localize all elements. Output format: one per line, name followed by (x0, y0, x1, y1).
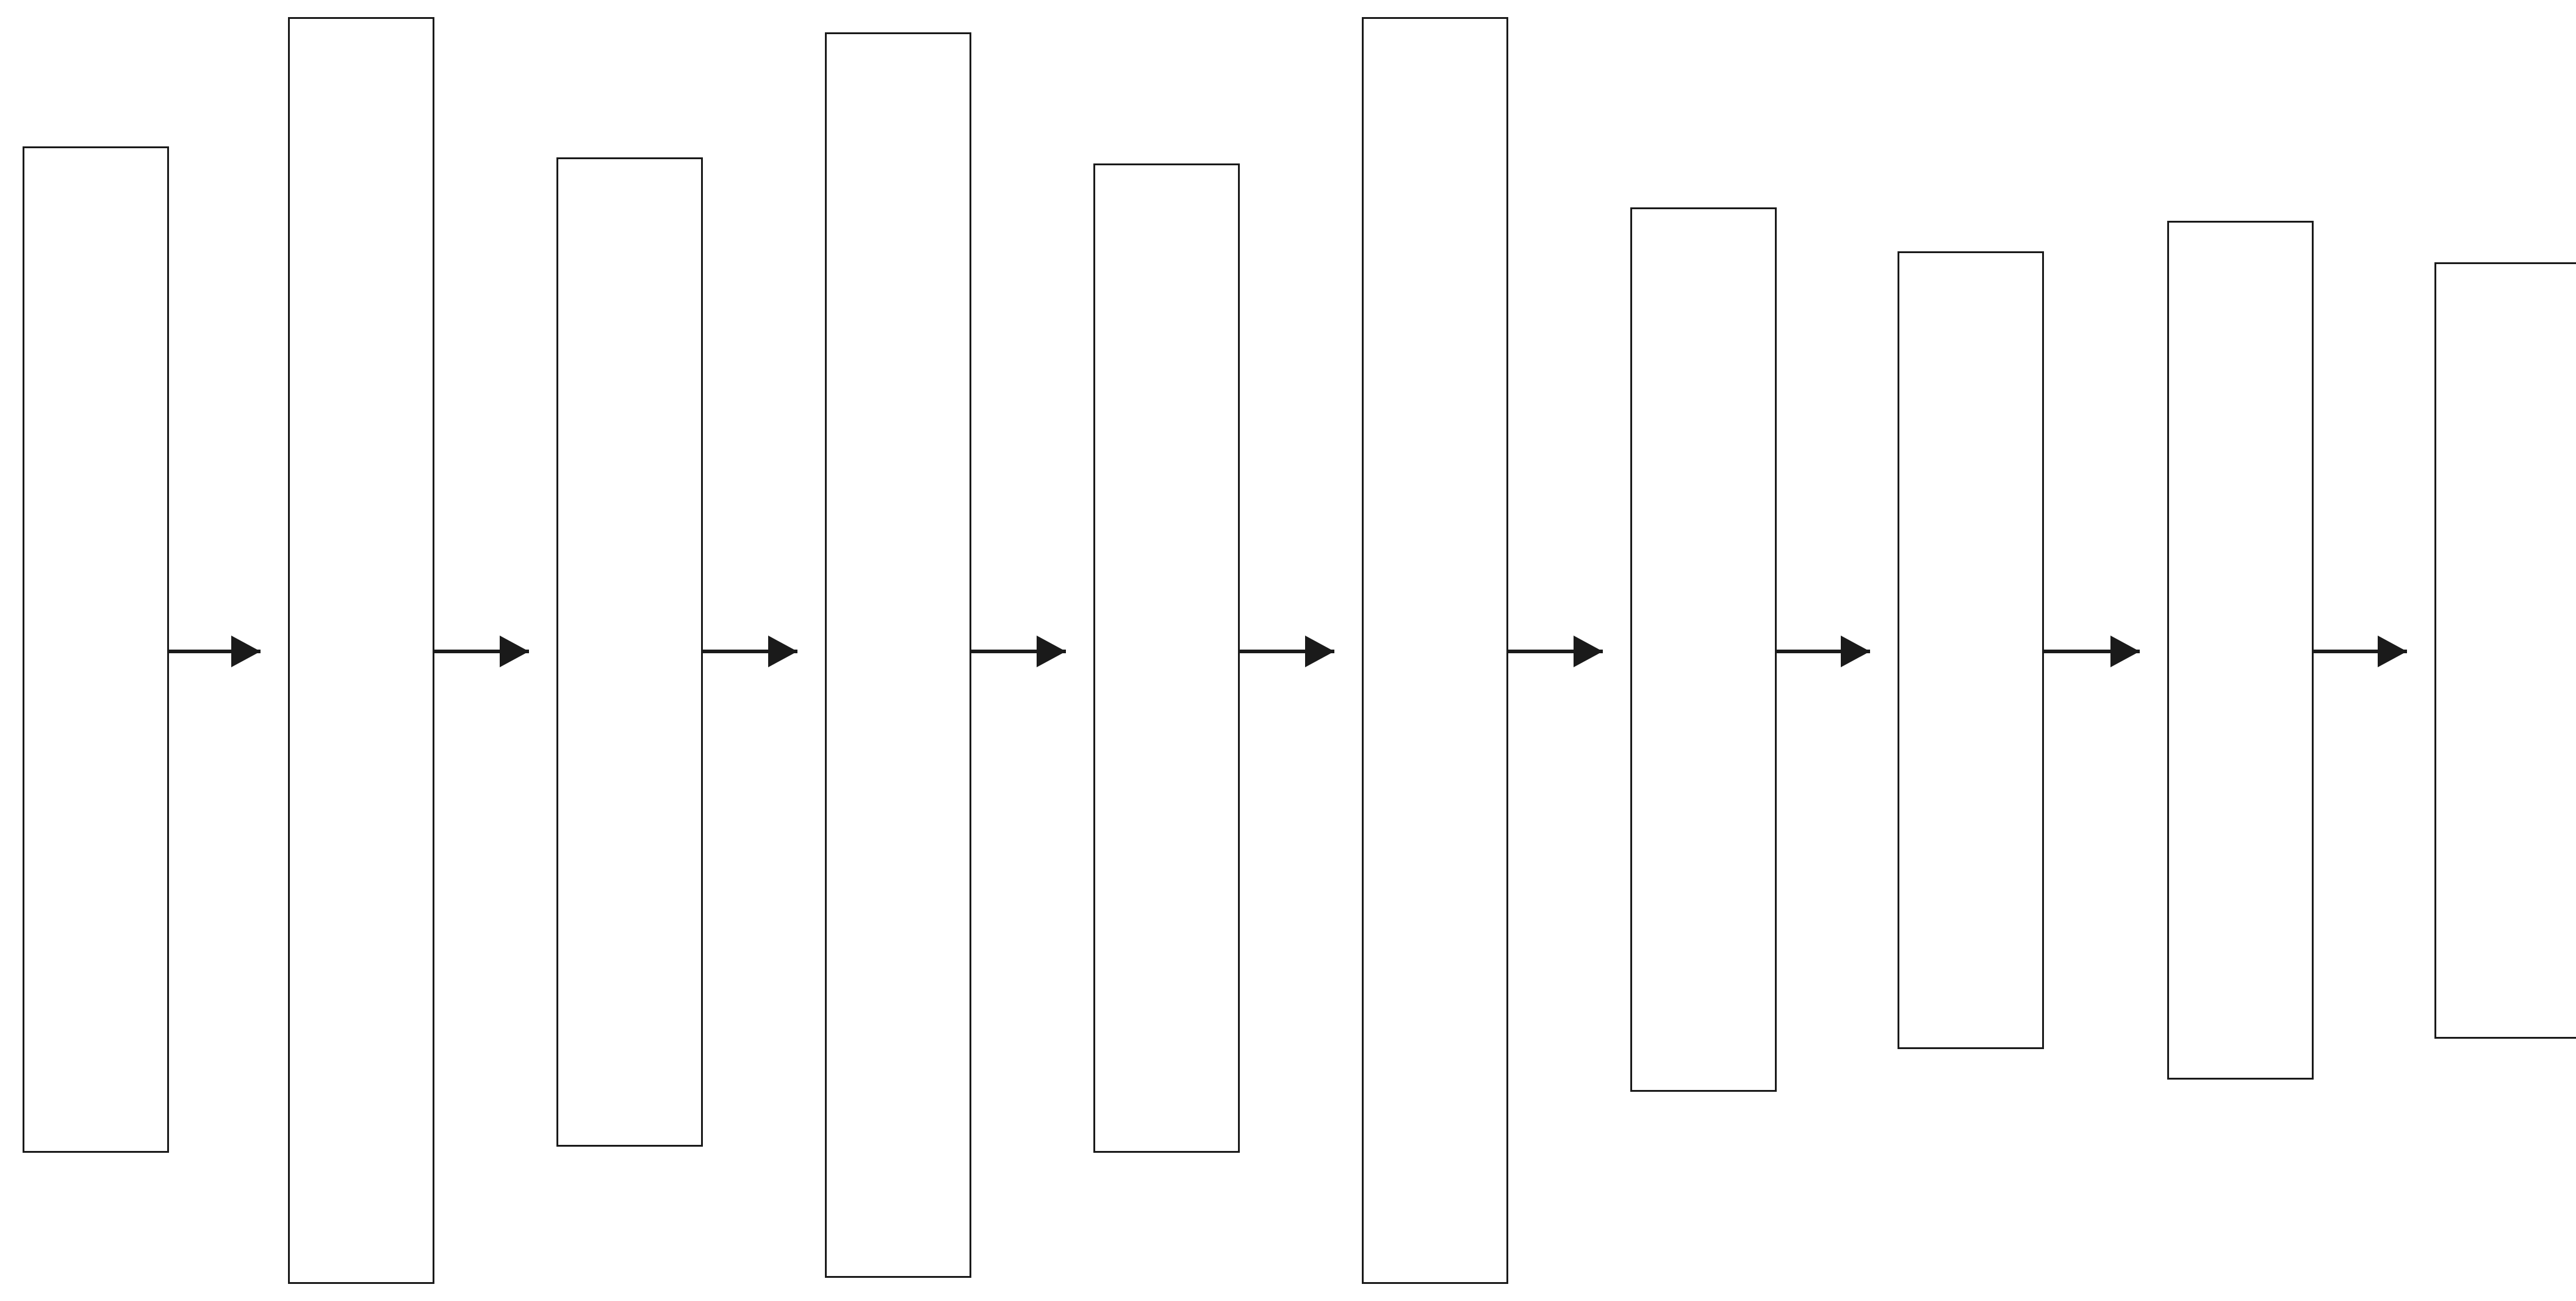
edge-arrowhead-conv2d_1-to-max_pooling2d_1 (231, 636, 261, 667)
edge-line-conv2d_2-to-max_pooling2d_2 (703, 650, 797, 653)
edge-arrowhead-flatten_1-to-dense_1 (1841, 636, 1870, 667)
edge-line-max_pooling2d_2-to-conv2d_3 (971, 650, 1066, 653)
edge-line-conv2d_3-to-max_pooling2d_3 (1240, 650, 1334, 653)
edge-arrowhead-conv2d_3-to-max_pooling2d_3 (1305, 636, 1334, 667)
layer-name-band-conv2d_1: conv2d_1: Conv2D (24, 148, 167, 1151)
layer-node-max_pooling2d_2[interactable]: max_pooling2d_2: MaxPooling2Dinput:outpu… (825, 32, 971, 1278)
edge-arrowhead-dense_1-to-dropout_1 (2110, 636, 2140, 667)
layer-node-flatten_1[interactable]: flatten_1: Flatteninput:output:(None, 14… (1630, 207, 1777, 1092)
layer-name-band-flatten_1: flatten_1: Flatten (1632, 209, 1775, 1090)
layer-node-conv2d_1[interactable]: conv2d_1: Conv2Dinput:output:(None, 128,… (23, 146, 169, 1153)
layer-name-band-dense_1: dense_1: Dense (1899, 253, 2042, 1047)
edge-arrowhead-dropout_1-to-dense_2 (2378, 636, 2407, 667)
layer-name-band-max_pooling2d_2: max_pooling2d_2: MaxPooling2D (827, 34, 970, 1276)
layer-name-band-conv2d_2: conv2d_2: Conv2D (558, 159, 701, 1145)
edge-line-dense_1-to-dropout_1 (2044, 650, 2140, 653)
edge-line-max_pooling2d_1-to-conv2d_2 (434, 650, 529, 653)
edge-line-conv2d_1-to-max_pooling2d_1 (169, 650, 261, 653)
layer-name-band-max_pooling2d_1: max_pooling2d_1: MaxPooling2D (290, 19, 433, 1282)
layer-name-band-dense_2: dense_2: Dense (2436, 264, 2576, 1037)
layer-node-max_pooling2d_1[interactable]: max_pooling2d_1: MaxPooling2Dinput:outpu… (288, 17, 434, 1284)
layer-node-max_pooling2d_3[interactable]: max_pooling2d_3: MaxPooling2Dinput:outpu… (1362, 17, 1508, 1284)
edge-line-flatten_1-to-dense_1 (1777, 650, 1870, 653)
edge-arrowhead-conv2d_2-to-max_pooling2d_2 (768, 636, 797, 667)
edge-arrowhead-max_pooling2d_2-to-conv2d_3 (1037, 636, 1066, 667)
layer-name-band-conv2d_3: conv2d_3: Conv2D (1095, 165, 1238, 1151)
layer-node-conv2d_3[interactable]: conv2d_3: Conv2Dinput:output:(None, 30, … (1093, 163, 1240, 1153)
layer-node-dropout_1[interactable]: dropout_1: Dropoutinput:output:(None, 12… (2167, 221, 2314, 1080)
edge-arrowhead-max_pooling2d_1-to-conv2d_2 (500, 636, 529, 667)
layer-node-conv2d_2[interactable]: conv2d_2: Conv2Dinput:output:(None, 63, … (556, 157, 703, 1147)
edge-line-max_pooling2d_3-to-flatten_1 (1508, 650, 1603, 653)
layer-node-dense_2[interactable]: dense_2: Denseinput:output:(None, 128)(N… (2434, 262, 2576, 1039)
layer-node-dense_1[interactable]: dense_1: Denseinput:output:(None, 1568)(… (1898, 251, 2044, 1049)
layer-name-band-max_pooling2d_3: max_pooling2d_3: MaxPooling2D (1364, 19, 1506, 1282)
edge-line-dropout_1-to-dense_2 (2314, 650, 2407, 653)
layer-name-band-dropout_1: dropout_1: Dropout (2169, 223, 2312, 1078)
edge-arrowhead-max_pooling2d_3-to-flatten_1 (1574, 636, 1603, 667)
